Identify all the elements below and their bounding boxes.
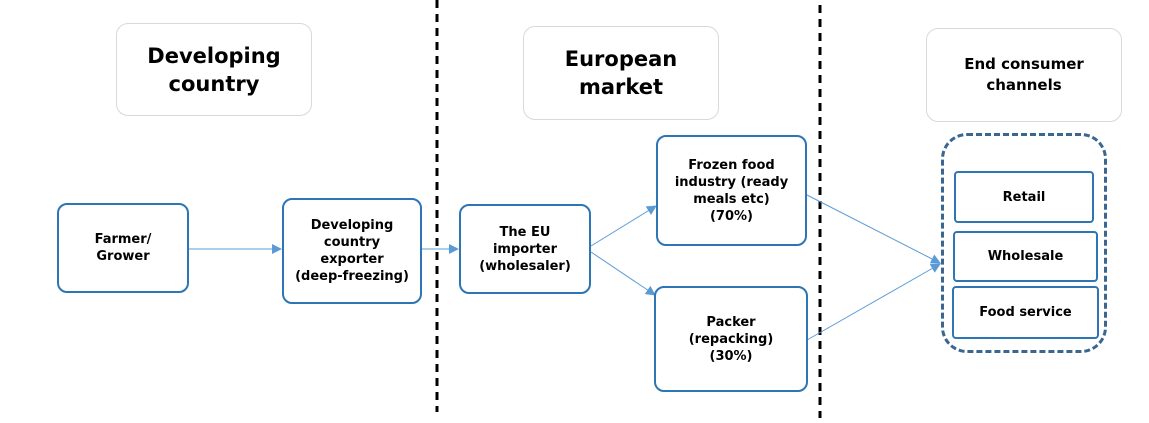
arrow-packer-to-channels xyxy=(806,263,941,341)
arrow-importer-to-frozen-food xyxy=(590,205,657,247)
channel-wholesale: Wholesale xyxy=(953,231,1098,282)
node-eu-importer: The EU importer (wholesaler) xyxy=(459,204,591,294)
column-header-end-consumer-channels: End consumer channels xyxy=(926,28,1122,122)
node-frozen-food-industry: Frozen food industry (ready meals etc) (… xyxy=(656,135,807,246)
node-farmer-grower: Farmer/ Grower xyxy=(57,203,189,293)
node-developing-country-exporter: Developing country exporter (deep-freezi… xyxy=(282,198,422,304)
arrow-frozen-food-to-channels xyxy=(806,194,941,264)
arrow-importer-to-packer xyxy=(590,251,656,296)
column-header-european-market: European market xyxy=(523,26,719,120)
column-header-developing-country: Developing country xyxy=(116,23,312,116)
node-packer: Packer (repacking) (30%) xyxy=(654,286,808,392)
end-consumer-channels-group xyxy=(941,133,1107,353)
channel-retail: Retail xyxy=(954,171,1094,223)
channel-food-service: Food service xyxy=(952,286,1099,339)
